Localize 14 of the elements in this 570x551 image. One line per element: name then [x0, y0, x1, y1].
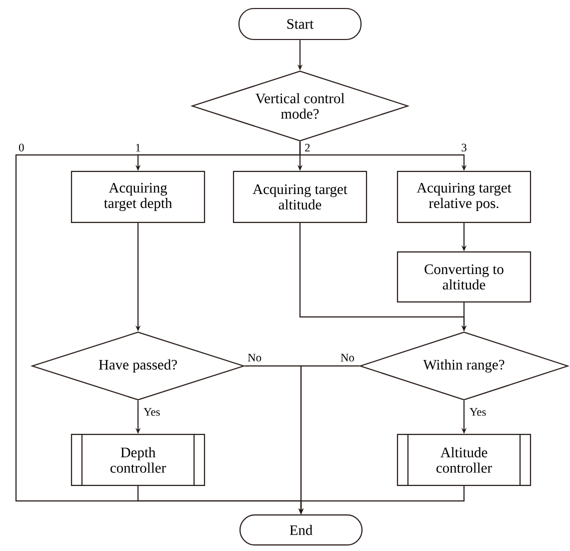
edge-label: Yes	[468, 407, 488, 417]
process-box: Acquiring target altitude	[232, 170, 368, 224]
edge-label: No	[339, 352, 356, 362]
subprocess-box: Depth controller	[70, 434, 206, 486]
edge-label: No	[246, 352, 263, 362]
process-box: Converting to altitude	[396, 251, 532, 303]
process-box: Acquiring target relative pos.	[396, 170, 532, 224]
edge-label: Yes	[142, 407, 162, 417]
process-box: Acquiring target depth	[70, 170, 206, 224]
edge-label: 1	[134, 142, 142, 152]
edge-label: 2	[304, 142, 312, 152]
edge-label: 0	[18, 142, 26, 152]
subprocess-box: Altitude controller	[396, 434, 532, 486]
edge-label: 3	[460, 142, 468, 152]
